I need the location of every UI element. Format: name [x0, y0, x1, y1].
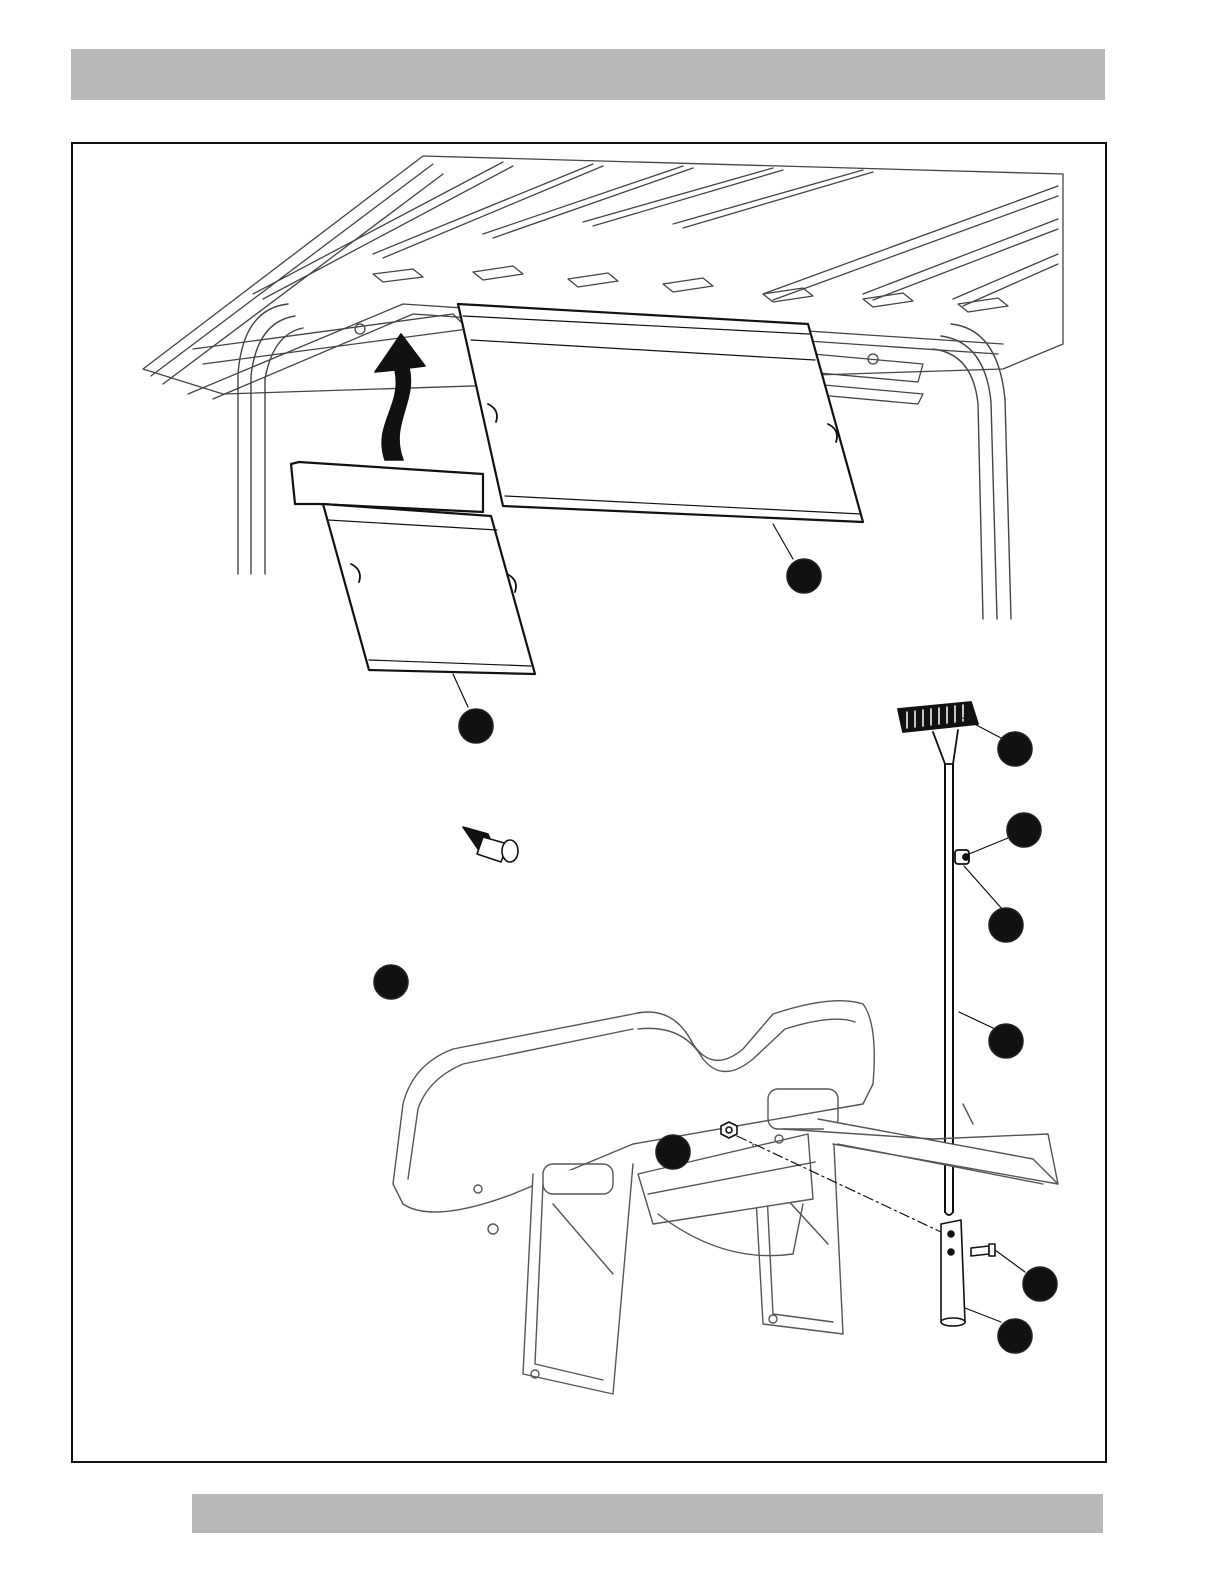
visor-panel-rear	[458, 304, 863, 559]
callout-holder-tube	[998, 1319, 1032, 1353]
callout-bracket-nut	[656, 1135, 690, 1169]
callout-rod-shaft	[989, 1024, 1023, 1058]
callout-visor-panel-front	[459, 709, 493, 743]
seat-assembly	[393, 1001, 1058, 1394]
exploded-view-figure	[71, 142, 1107, 1463]
callout-rod-fastener	[989, 908, 1023, 942]
pointer-cone-icon	[463, 827, 518, 862]
callout-rod-clip	[1007, 813, 1041, 847]
figure-drawing	[73, 144, 1105, 1461]
footer-bar	[192, 1494, 1103, 1533]
callout-visor-panel-rear	[787, 559, 821, 593]
callout-seat-left	[374, 965, 408, 999]
lift-arrow	[375, 334, 425, 460]
callout-bracket-screw	[1023, 1267, 1057, 1301]
callout-hand-tool-head	[998, 732, 1032, 766]
visor-panel-front	[291, 462, 535, 707]
header-bar	[71, 49, 1105, 100]
